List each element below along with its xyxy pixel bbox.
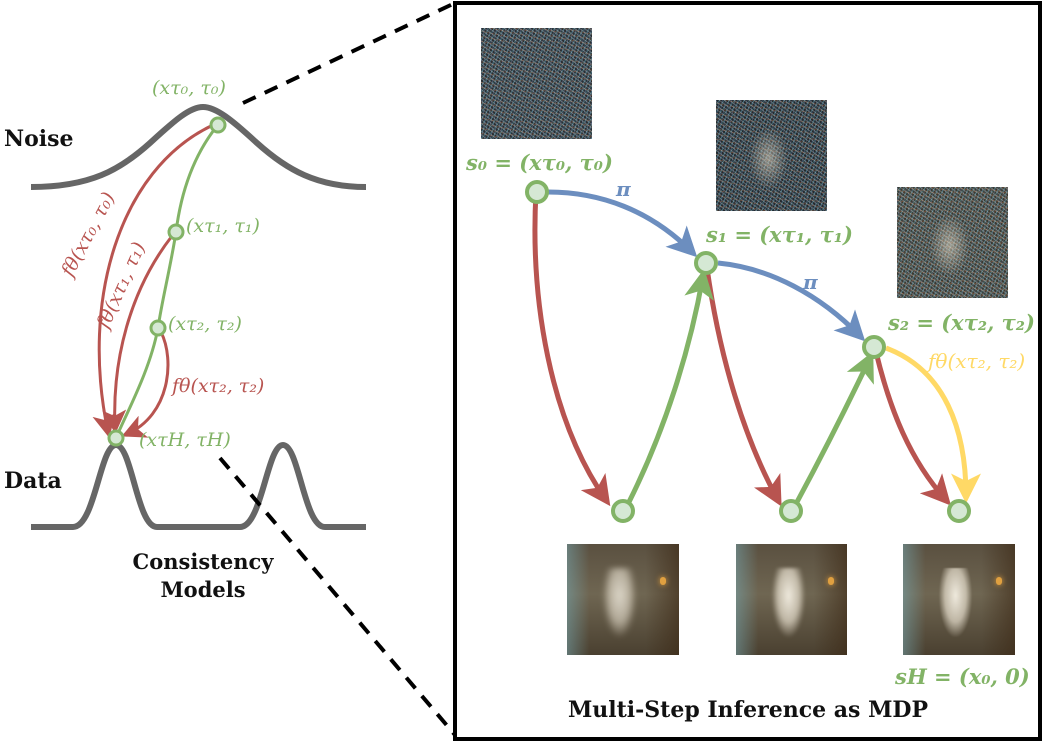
zoom-line-top bbox=[242, 1, 456, 105]
label-x-tau0: (xτ₀, τ₀) bbox=[152, 77, 226, 99]
noise-label: Noise bbox=[4, 126, 74, 152]
point-x-tau2 bbox=[149, 319, 167, 337]
data-label: Data bbox=[4, 468, 62, 494]
state-s0-node bbox=[525, 180, 549, 204]
clean-node-final bbox=[947, 499, 971, 523]
ode-trajectory bbox=[114, 125, 219, 439]
consistency-models-title-2: Models bbox=[160, 577, 245, 602]
llama-figure bbox=[938, 568, 973, 638]
lamp bbox=[659, 577, 666, 586]
llama-figure bbox=[771, 568, 805, 638]
consistency-models-title-1: Consistency bbox=[133, 549, 275, 574]
point-x-tauH bbox=[107, 429, 125, 447]
noisy-image-step-0 bbox=[481, 28, 592, 139]
noise-distribution-curve bbox=[30, 103, 367, 190]
noisy-image-step-2 bbox=[897, 187, 1008, 298]
label-s0: s₀ = (xτ₀, τ₀) bbox=[465, 150, 613, 175]
policy-label-1: π bbox=[615, 177, 631, 201]
jump-arrow-s1 bbox=[704, 267, 782, 507]
policy-label-2: π bbox=[802, 270, 818, 294]
clean-node-1 bbox=[611, 499, 635, 523]
consistency-arrow-tau0 bbox=[92, 124, 212, 438]
label-x-tau2: (xτ₂, τ₂) bbox=[168, 313, 242, 335]
noise-arrow-2 bbox=[794, 351, 874, 504]
noisy-image-step-1 bbox=[716, 100, 827, 211]
generated-image-2 bbox=[736, 544, 847, 655]
label-sH: sH = (x₀, 0) bbox=[894, 664, 1030, 689]
consistency-arrow-tau2 bbox=[121, 331, 170, 438]
policy-arrow-2 bbox=[717, 260, 866, 342]
label-final-step: fθ(xτ₂, τ₂) bbox=[926, 349, 1025, 373]
label-s1: s₁ = (xτ₁, τ₁) bbox=[705, 222, 853, 247]
mdp-panel-border bbox=[453, 1, 1042, 741]
llama-figure bbox=[602, 568, 637, 638]
label-f-tau2: fθ(xτ₂, τ₂) bbox=[170, 375, 264, 397]
point-x-tau0 bbox=[209, 116, 227, 134]
generated-image-3 bbox=[903, 544, 1015, 655]
jump-arrow-s0 bbox=[532, 191, 611, 507]
clean-node-2 bbox=[779, 499, 803, 523]
lamp bbox=[995, 577, 1002, 586]
generated-image-1 bbox=[567, 544, 679, 655]
state-s1-node bbox=[694, 251, 718, 275]
point-x-tau1 bbox=[167, 223, 185, 241]
final-step-arrow bbox=[885, 345, 981, 504]
noise-arrow-1 bbox=[626, 268, 714, 504]
lamp bbox=[827, 577, 834, 586]
consistency-arrow-tau1 bbox=[102, 235, 174, 434]
label-s2: s₂ = (xτ₂, τ₂) bbox=[887, 310, 1035, 335]
label-f-tau0: fθ(xτ₀, τ₀) bbox=[56, 188, 120, 282]
data-distribution-curve bbox=[31, 441, 366, 530]
jump-arrow-s2 bbox=[873, 351, 952, 506]
zoom-line-bottom bbox=[218, 456, 457, 737]
policy-arrow-1 bbox=[547, 189, 698, 258]
mdp-panel-title: Multi-Step Inference as MDP bbox=[568, 697, 928, 723]
label-x-tau1: (xτ₁, τ₁) bbox=[186, 215, 260, 237]
state-s2-node bbox=[862, 335, 886, 359]
label-x-tauH: (xτH, τH) bbox=[139, 429, 231, 451]
